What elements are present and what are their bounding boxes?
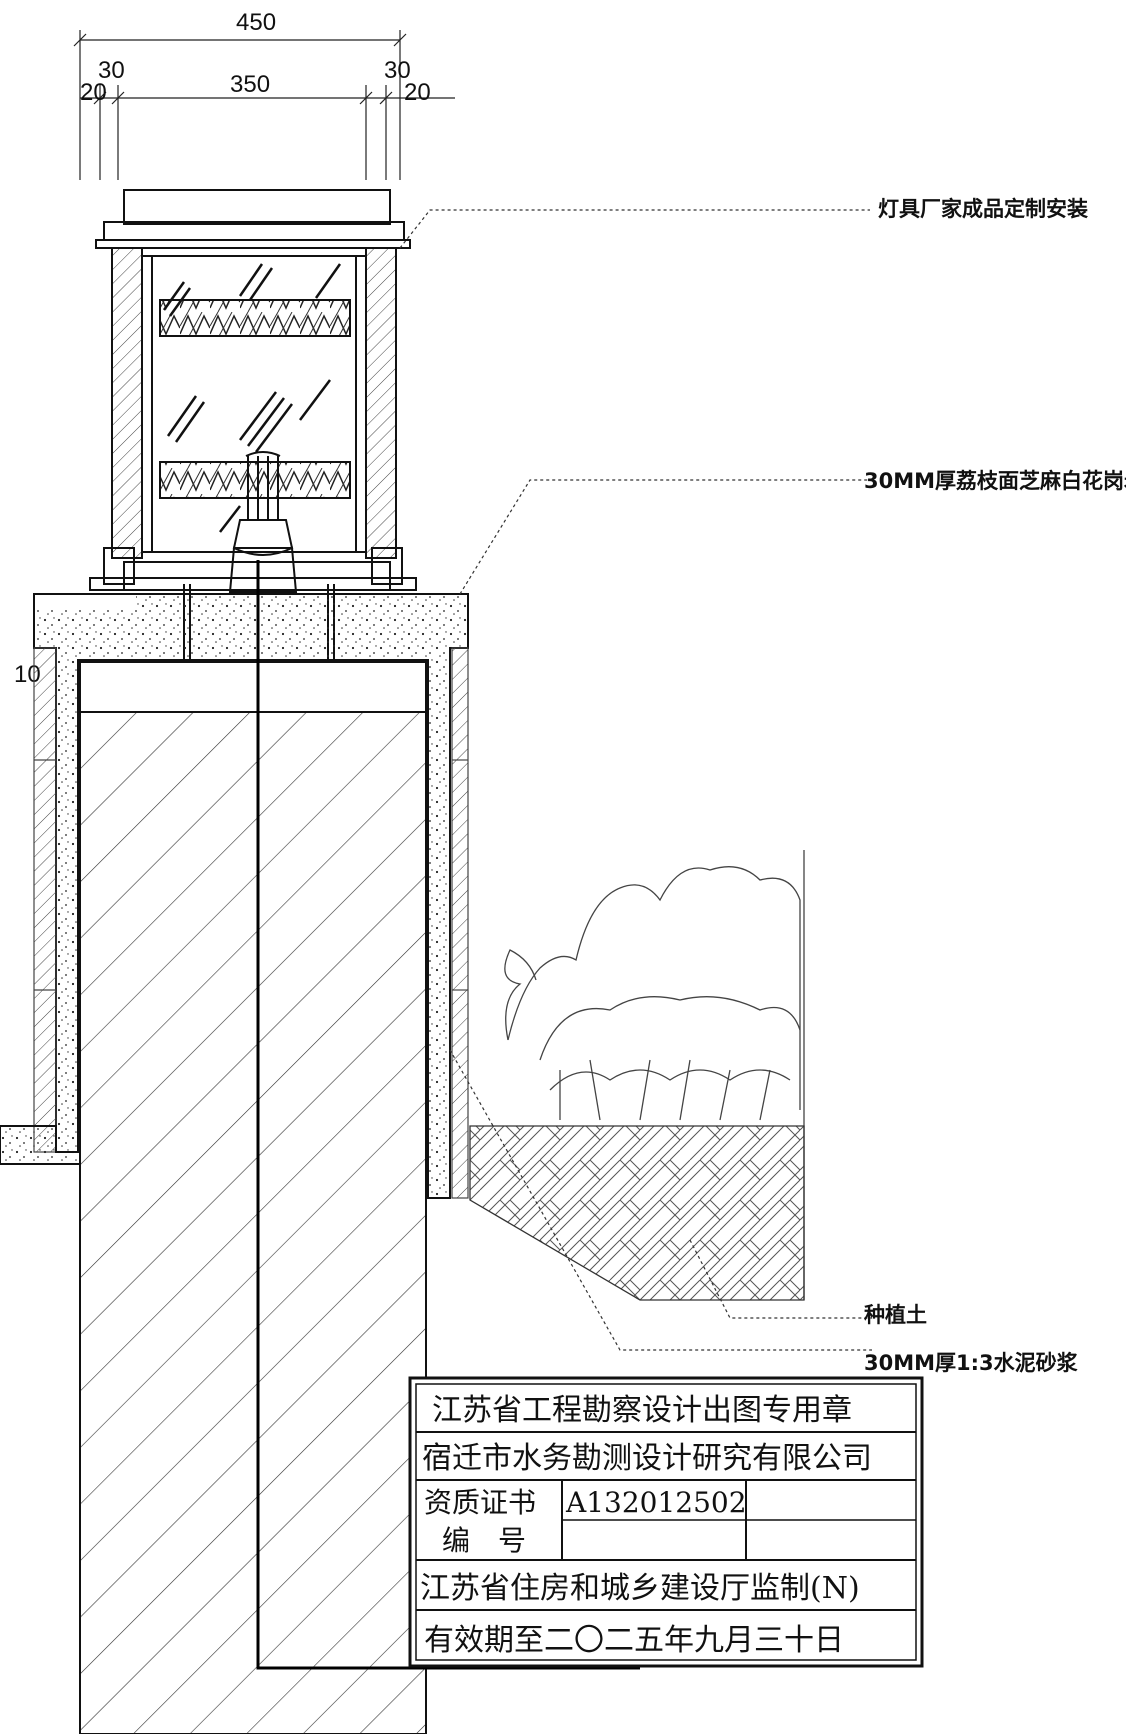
stamp-authority: 江苏省住房和城乡建设厅监制(N) (420, 1571, 860, 1606)
leader-lines (399, 209, 872, 1351)
callout-granite: 30MM厚荔枝面芝麻白花岗岩 (864, 469, 1126, 493)
dim-left-outer: 30 (98, 57, 125, 84)
dim-center: 350 (230, 71, 270, 98)
pier-core (79, 661, 427, 1734)
stamp-cert-label-1: 资质证书 (424, 1486, 536, 1519)
callout-soil: 种植土 (863, 1303, 927, 1327)
stamp-company: 宿迁市水务勘测设计研究有限公司 (422, 1441, 872, 1476)
stamp-title: 江苏省工程勘察设计出图专用章 (432, 1393, 852, 1428)
lamp-fixture (89, 189, 417, 676)
dim-right-outer: 30 (384, 57, 411, 84)
approval-stamp: 江苏省工程勘察设计出图专用章 宿迁市水务勘测设计研究有限公司 资质证书 编 号 … (408, 1376, 924, 1668)
ground-left (0, 1125, 81, 1165)
callout-lamp: 灯具厂家成品定制安装 (878, 197, 1088, 221)
planting-soil (469, 1125, 805, 1301)
conduit (256, 560, 640, 1670)
stamp-cert-number: A132012502 (565, 1486, 747, 1519)
callout-mortar: 30MM厚1:3水泥砂浆 (864, 1351, 1079, 1375)
stamp-cert-label-2: 编 号 (442, 1524, 526, 1557)
dim-overall-width: 450 (236, 9, 276, 36)
dim-left-inner: 20 (80, 79, 107, 106)
dimension-lines (73, 30, 455, 180)
dim-right-inner: 20 (404, 79, 431, 106)
stamp-validity: 有效期至二〇二五年九月三十日 (424, 1623, 844, 1658)
